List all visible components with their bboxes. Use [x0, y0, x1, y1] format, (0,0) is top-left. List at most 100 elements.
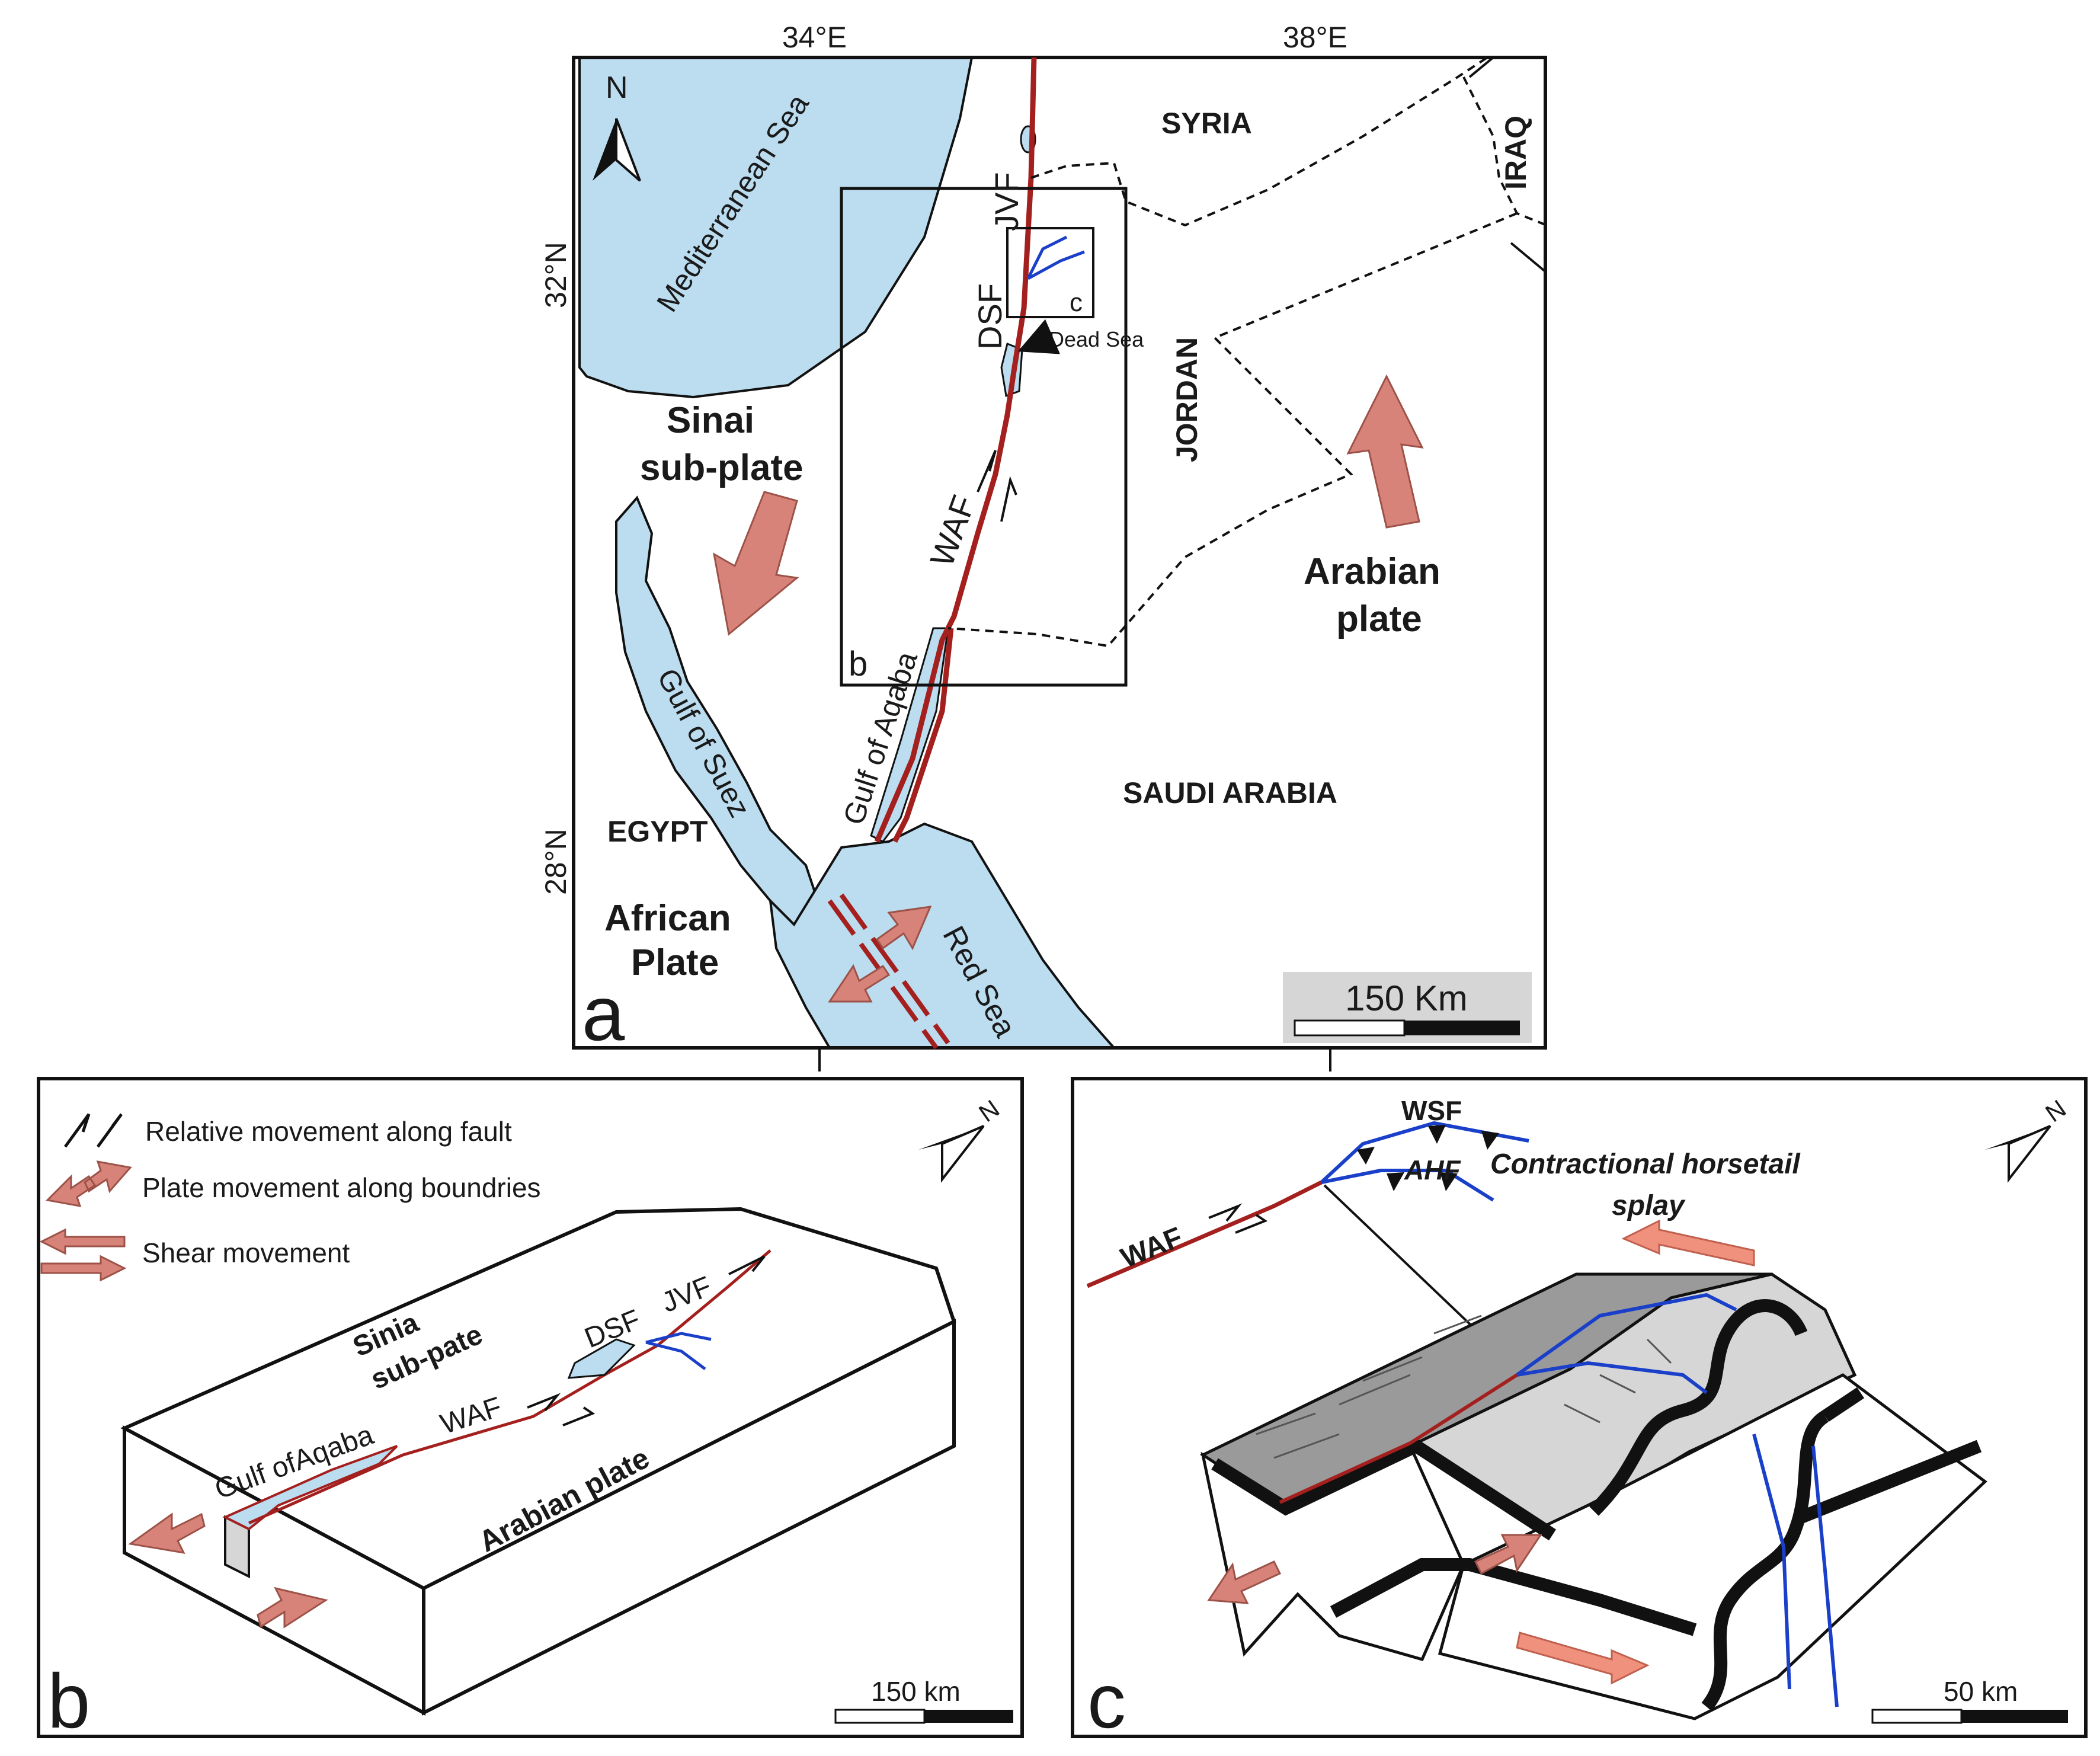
north-label-a: N: [606, 71, 628, 105]
lon-label-38: 38°E: [1283, 21, 1347, 54]
legend-relative-label: Relative movement along fault: [145, 1116, 512, 1147]
waf-shear-sense-a: [977, 450, 1017, 522]
block-b-deadsea: [567, 1338, 636, 1379]
panel-c-label: c: [1087, 1658, 1126, 1744]
panel-a-frame: [572, 56, 1547, 1050]
c-waf-fault: [1086, 1180, 1323, 1288]
c-block-texture: [1256, 1314, 1672, 1459]
saudi-border-seg: [1468, 56, 1548, 274]
african-label-line2: Plate: [631, 942, 719, 983]
c-ahf-label: AHF: [1404, 1154, 1461, 1185]
scale-bar-c-white: [1871, 1709, 1963, 1724]
c-waf-shear-arrows: [1208, 1203, 1268, 1234]
sinai-plate-arrow: [712, 491, 799, 636]
scale-bar-c-label: 50 km: [1944, 1676, 2018, 1707]
legend-plate-icon: [45, 1160, 132, 1207]
scale-bar-a-label: 150 Km: [1345, 978, 1468, 1018]
block-b-arrow-e: [257, 1587, 328, 1629]
syria-label: SYRIA: [1161, 107, 1252, 140]
jordan-saudi-border: [947, 212, 1518, 648]
c-thrust-teeth: [1357, 1125, 1499, 1191]
north-arrow-c: N: [1985, 1094, 2071, 1183]
block-b-arrow-w: [128, 1512, 206, 1554]
arabian-plate-arrow: [1346, 374, 1424, 529]
c-wsf-label: WSF: [1401, 1095, 1462, 1126]
c-title-line1: Contractional horsetail: [1490, 1149, 1801, 1180]
dead-sea-label: Dead Sea: [1049, 327, 1144, 351]
sinai-label-line2: sub-plate: [640, 447, 803, 488]
c-ahf-splay: [1321, 1169, 1494, 1202]
c-block-front-right: [1438, 1373, 1987, 1720]
legend-shear-label: Shear movement: [142, 1237, 350, 1268]
c-wsf-splay: [1320, 1121, 1529, 1184]
c-title-line2: splay: [1612, 1190, 1686, 1221]
legend-plate-label: Plate movement along boundries: [142, 1172, 541, 1203]
saudi-arabia-label: SAUDI ARABIA: [1123, 776, 1337, 810]
panel-c: WSF AHF WAF Contractional horsetail spla…: [1071, 1077, 2088, 1744]
african-label-line1: African: [604, 898, 731, 939]
inset-c-splay-2: [1027, 250, 1085, 280]
dead-sea-pointer: [1017, 319, 1061, 354]
panel-c-frame: [1071, 1077, 2088, 1738]
panel-a: b c 34°E 38°E 32°N 28°N N Mediterranean …: [539, 21, 1548, 1071]
block-b-shear-arrows: [527, 1255, 766, 1426]
arabian-label-line2: plate: [1336, 599, 1422, 639]
red-sea-spreading-arrow-sw: [828, 964, 891, 1003]
inset-c-splay-1: [1026, 235, 1068, 280]
c-block-splay-blue: [1516, 1293, 1839, 1707]
lat-label-28: 28°N: [539, 829, 572, 895]
syria-jordan-border: [1030, 56, 1488, 227]
panel-b-label: b: [47, 1658, 90, 1744]
egypt-label: EGYPT: [607, 815, 708, 848]
scale-bar-b-black: [924, 1710, 1013, 1723]
inset-b-frame: [840, 187, 1128, 687]
jordan-label: JORDAN: [1170, 337, 1203, 462]
scale-bar-a-black: [1404, 1021, 1520, 1035]
legend-shear-icon: [39, 1228, 127, 1282]
arabian-label-line1: Arabian: [1304, 551, 1440, 592]
gulf-of-aqaba-area: [870, 627, 949, 843]
inset-b-label: b: [849, 645, 867, 683]
north-arrow-b: N: [918, 1094, 1004, 1183]
inset-c-label: c: [1070, 288, 1083, 317]
c-waf-label: WAF: [1116, 1221, 1187, 1274]
c-black-layer-3: [1798, 1387, 1982, 1524]
block-b-splay: [645, 1332, 712, 1370]
lon-label-34: 34°E: [782, 21, 847, 54]
c-fold-1: [1589, 1299, 1808, 1516]
c-arrow-left: [1207, 1560, 1282, 1604]
scale-bar-a-white: [1294, 1019, 1406, 1037]
panel-b: Sinia sub-pate WAF DSF JVF Gulf ofAqaba …: [37, 1077, 1024, 1744]
c-arrow-bottom: [1516, 1632, 1650, 1685]
jvf-label: JVF: [988, 172, 1025, 231]
c-black-layer-1: [1211, 1438, 1557, 1541]
sinai-label-line1: Sinai: [667, 400, 754, 441]
panel-a-label: a: [582, 970, 625, 1057]
scale-bar-b-label: 150 km: [871, 1676, 961, 1707]
panel-b-frame: [37, 1077, 1024, 1738]
c-arrow-center: [1474, 1534, 1542, 1575]
dead-sea-fault-line: [874, 57, 1037, 843]
north-label-c: N: [2040, 1094, 2071, 1127]
dsf-label: DSF: [971, 283, 1009, 350]
waf-label: WAF: [923, 491, 982, 572]
red-sea-spreading-arrow-ne: [875, 906, 932, 951]
iraq-border: [1462, 76, 1547, 226]
c-fold-2: [1701, 1410, 1829, 1712]
legend-b: Relative movement along fault Plate move…: [39, 1113, 541, 1282]
north-label-b: N: [974, 1094, 1004, 1127]
c-black-layer-2: [1330, 1558, 1697, 1636]
mediterranean-sea-area: [578, 56, 974, 399]
aqaba-west-fault-line: [892, 628, 954, 843]
scale-bar-b-white: [834, 1709, 926, 1724]
legend-relative-icon: [63, 1113, 123, 1148]
lat-label-32: 32°N: [539, 242, 572, 308]
inset-c-frame: [1006, 227, 1094, 318]
scale-bar-c-black: [1961, 1710, 2068, 1723]
block-b-left: [123, 1425, 425, 1716]
c-block-fault-red: [1279, 1373, 1518, 1504]
red-sea-rift-dashed-2: [839, 893, 950, 1045]
gulf-of-suez-area: [615, 495, 819, 926]
c-arrow-top: [1621, 1219, 1755, 1266]
